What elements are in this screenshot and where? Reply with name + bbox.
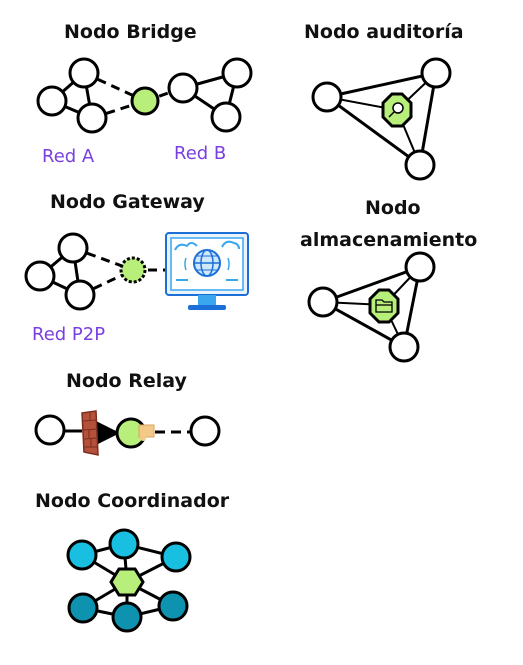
gateway-node-special (119, 256, 147, 284)
relay-node-2 (189, 415, 221, 447)
auditoria-node-1 (311, 81, 343, 113)
bridge-node-a3 (76, 102, 108, 134)
coord-node-top-center (108, 528, 140, 560)
gateway-node-2 (24, 260, 56, 292)
gateway-node-1 (57, 232, 89, 264)
bridge-node-b1 (167, 72, 199, 104)
bridge-node-b2 (221, 57, 253, 89)
auditoria-title: Nodo auditoría (304, 21, 464, 43)
coord-node-bottom-center (111, 601, 143, 633)
coord-node-top-left (66, 539, 98, 571)
net-label-red-a: Red A (42, 146, 95, 167)
relay-title: Nodo Relay (66, 370, 187, 392)
coord-node-top-right (160, 541, 192, 573)
net-label-red-p2p: Red P2P (32, 324, 106, 345)
coord-node-special (109, 567, 145, 597)
auditoria-node-3 (404, 149, 436, 181)
coord-node-bottom-right (157, 590, 189, 622)
net-label-red-b: Red B (174, 143, 227, 164)
packet-icon (138, 424, 155, 441)
auditoria-diagram (311, 57, 452, 181)
web-monitor-icon (165, 232, 249, 310)
magnifier-icon (388, 102, 404, 118)
almacenamiento-node-3 (388, 331, 420, 363)
firewall-icon (81, 410, 99, 456)
folder-icon (375, 299, 393, 313)
gateway-title: Nodo Gateway (50, 191, 205, 213)
coordinador-title: Nodo Coordinador (35, 490, 230, 512)
bridge-node-a2 (36, 85, 68, 117)
almacenamiento-node-2 (404, 251, 436, 283)
almacenamiento-node-1 (307, 286, 339, 318)
gateway-diagram (24, 232, 166, 311)
relay-node-1 (34, 414, 66, 446)
bridge-diagram (36, 57, 253, 134)
auditoria-node-2 (420, 57, 452, 89)
gateway-node-3 (64, 279, 96, 311)
bridge-node-b3 (210, 101, 242, 133)
coordinador-diagram (66, 528, 192, 633)
almacenamiento-diagram (307, 251, 436, 363)
bridge-node-a1 (68, 57, 100, 89)
relay-diagram (34, 414, 221, 449)
bridge-title: Nodo Bridge (64, 21, 197, 43)
almacenamiento-title-line1: Nodo (365, 197, 421, 219)
almacenamiento-title-line2: almacenamiento (300, 229, 478, 251)
coord-node-bottom-left (67, 592, 99, 624)
bridge-node-special (130, 86, 160, 116)
